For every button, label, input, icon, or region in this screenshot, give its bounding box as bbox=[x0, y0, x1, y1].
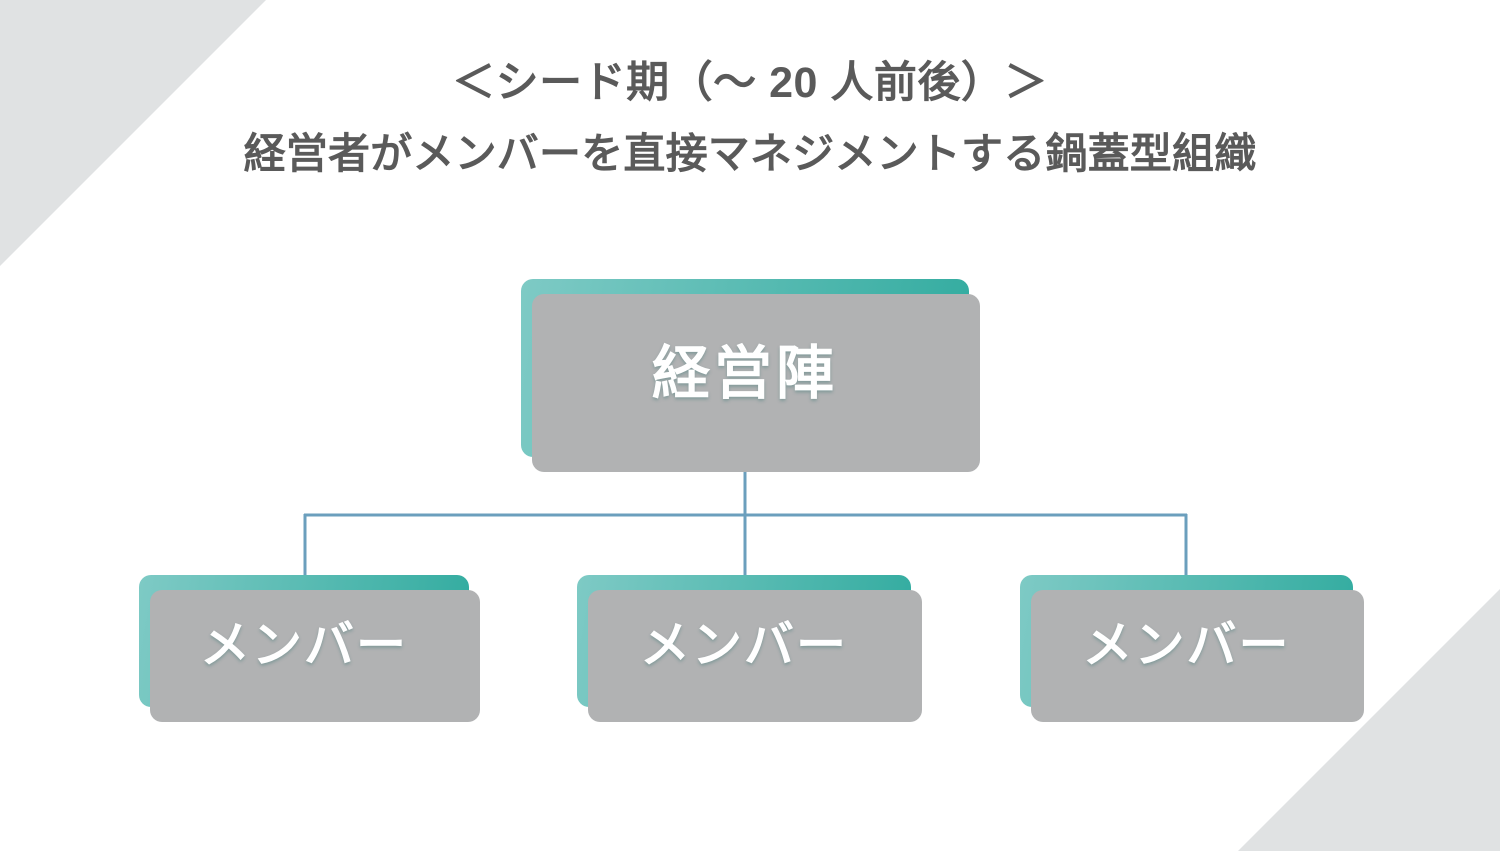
org-node-member-3[interactable]: メンバー bbox=[1020, 575, 1364, 722]
org-node-executives-label: 経営陣 bbox=[651, 341, 838, 406]
slide-title-primary: ＜シード期（〜 20 人前後）＞ bbox=[452, 59, 1048, 107]
org-node-member-2[interactable]: メンバー bbox=[577, 575, 922, 722]
org-node-member-2-label: メンバー bbox=[640, 617, 848, 673]
slide-title-secondary: 経営者がメンバーを直接マネジメントする鍋蓋型組織 bbox=[243, 129, 1257, 177]
org-node-member-3-label: メンバー bbox=[1082, 617, 1291, 673]
org-node-executives[interactable]: 経営陣 bbox=[521, 279, 980, 472]
slide-heading: ＜シード期（〜 20 人前後）＞ 経営者がメンバーを直接マネジメントする鍋蓋型組… bbox=[0, 58, 1500, 178]
org-node-member-1-label: メンバー bbox=[200, 617, 408, 673]
org-node-member-1[interactable]: メンバー bbox=[139, 575, 480, 722]
